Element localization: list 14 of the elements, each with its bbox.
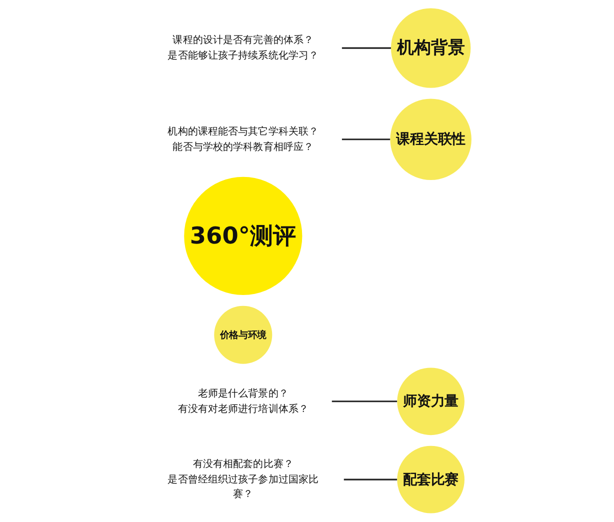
node-circle: 机构背景 — [390, 8, 471, 88]
node-text: 机构的课程能否与其它学科关联？ 能否与学校的学科教育相呼应？ — [168, 126, 319, 153]
node-text: 课程的设计是否有完善的体系？ 是否能够让孩子持续系统化学习？ — [168, 34, 319, 62]
node-circle: 360°测评 — [184, 176, 302, 295]
node-text: 老师是什么背景的？ 有没有对老师进行培训体系？ — [178, 388, 309, 415]
node-circle: 师资力量 — [397, 368, 464, 436]
connector — [344, 478, 398, 480]
node-text: 有没有相配套的比赛？ 是否曾经组织过孩子参加过国家比赛？ — [168, 458, 319, 500]
node-circle: 配套比赛 — [397, 446, 464, 514]
connector — [342, 138, 390, 140]
connector — [332, 400, 398, 402]
connector — [342, 47, 391, 49]
node-circle: 价格与环境 — [214, 306, 272, 364]
node-circle: 课程关联性 — [390, 98, 472, 180]
